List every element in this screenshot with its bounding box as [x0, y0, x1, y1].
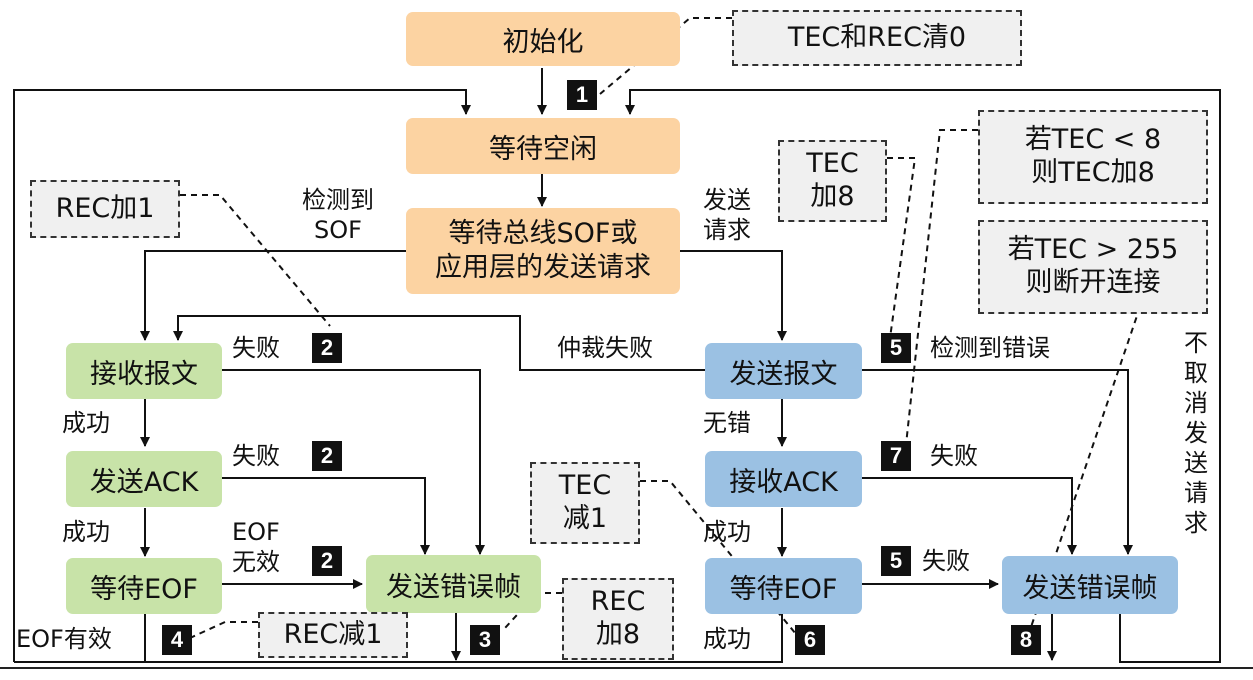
- node-wait-eof-rx: 等待EOF: [66, 558, 222, 614]
- node-wait-eof-tx: 等待EOF: [705, 558, 862, 614]
- label-eof-tx-fail: 失败: [922, 547, 970, 575]
- leader-note-4: [189, 621, 258, 639]
- badge-8: 8: [1011, 625, 1041, 655]
- label-tx-success-2: 成功: [703, 625, 751, 653]
- note-rec-add8: REC 加8: [562, 578, 674, 660]
- node-send-msg: 发送报文: [705, 343, 862, 399]
- label-ack-fail: 失败: [232, 442, 280, 470]
- arrow-to-recv-msg: [140, 250, 406, 341]
- arrow-ack-fail: [222, 477, 430, 555]
- note-tec-lt8: 若TEC < 8 则TEC加8: [978, 110, 1208, 204]
- note-tec-add8: TEC 加8: [778, 140, 887, 222]
- badge-2-recv: 2: [312, 333, 342, 363]
- leader-note-8: [1029, 306, 1141, 631]
- badge-2-ack: 2: [312, 441, 342, 471]
- node-recv-ack: 接收ACK: [705, 451, 862, 507]
- arrow-right-loop: [625, 89, 1221, 663]
- note-tec-sub1: TEC 减1: [530, 462, 640, 544]
- label-recv-fail: 失败: [232, 334, 280, 362]
- node-send-ack: 发送ACK: [66, 451, 222, 507]
- node-wait-sof: 等待总线SOF或 应用层的发送请求: [406, 208, 680, 294]
- badge-3: 3: [470, 625, 500, 655]
- node-init: 初始化: [406, 12, 680, 66]
- note-tec-rec-clear: TEC和REC清0: [732, 10, 1022, 66]
- badge-2-eof: 2: [312, 546, 342, 576]
- label-detect-error: 检测到错误: [930, 334, 1050, 362]
- label-detect-sof: 检测到 SOF: [302, 186, 374, 244]
- label-send-request: 发送 请求: [703, 186, 751, 244]
- badge-4: 4: [162, 625, 192, 655]
- arrow-recv-ack-fail: [862, 477, 1077, 555]
- node-send-error-frame-rx: 发送错误帧: [366, 555, 541, 613]
- note-leaders: [180, 17, 1141, 646]
- leader-note-7: [904, 129, 978, 455]
- badge-7: 7: [881, 441, 911, 471]
- note-rec-sub1: REC减1: [258, 612, 408, 658]
- arrow-recv-fail: [222, 369, 485, 555]
- badge-5-detect-error: 5: [881, 333, 911, 363]
- label-tx-success-1: 成功: [703, 518, 751, 546]
- label-rx-success-2: 成功: [62, 518, 110, 546]
- badge-6: 6: [795, 625, 825, 655]
- label-rx-success-1: 成功: [62, 409, 110, 437]
- leader-note-2: [180, 194, 331, 327]
- label-eof-invalid: EOF 无效: [232, 518, 280, 576]
- arrow-to-send-msg: [680, 250, 787, 341]
- node-recv-msg: 接收报文: [66, 343, 222, 399]
- leader-note-1: [599, 17, 732, 95]
- note-rec-add1: REC加1: [30, 180, 180, 238]
- node-wait-idle: 等待空闲: [406, 118, 680, 174]
- node-send-error-frame-tx: 发送错误帧: [1002, 556, 1178, 614]
- label-no-error: 无错: [703, 409, 751, 437]
- note-tec-gt255: 若TEC > 255 则断开连接: [978, 220, 1208, 314]
- arrow-arbitration-fail: [173, 315, 705, 371]
- badge-1: 1: [567, 80, 597, 110]
- label-eof-valid: EOF有效: [16, 625, 112, 653]
- arrow-detect-error: [862, 369, 1133, 555]
- badge-5-eof-fail: 5: [881, 546, 911, 576]
- leader-note-5: [887, 157, 917, 339]
- label-recv-ack-fail: 失败: [930, 442, 978, 470]
- arrow-left-loop: [13, 89, 471, 662]
- label-no-cancel-request: 不取消发送请求: [1184, 329, 1208, 537]
- line-tx-success: [14, 612, 783, 663]
- label-arbitration-fail: 仲裁失败: [557, 334, 653, 362]
